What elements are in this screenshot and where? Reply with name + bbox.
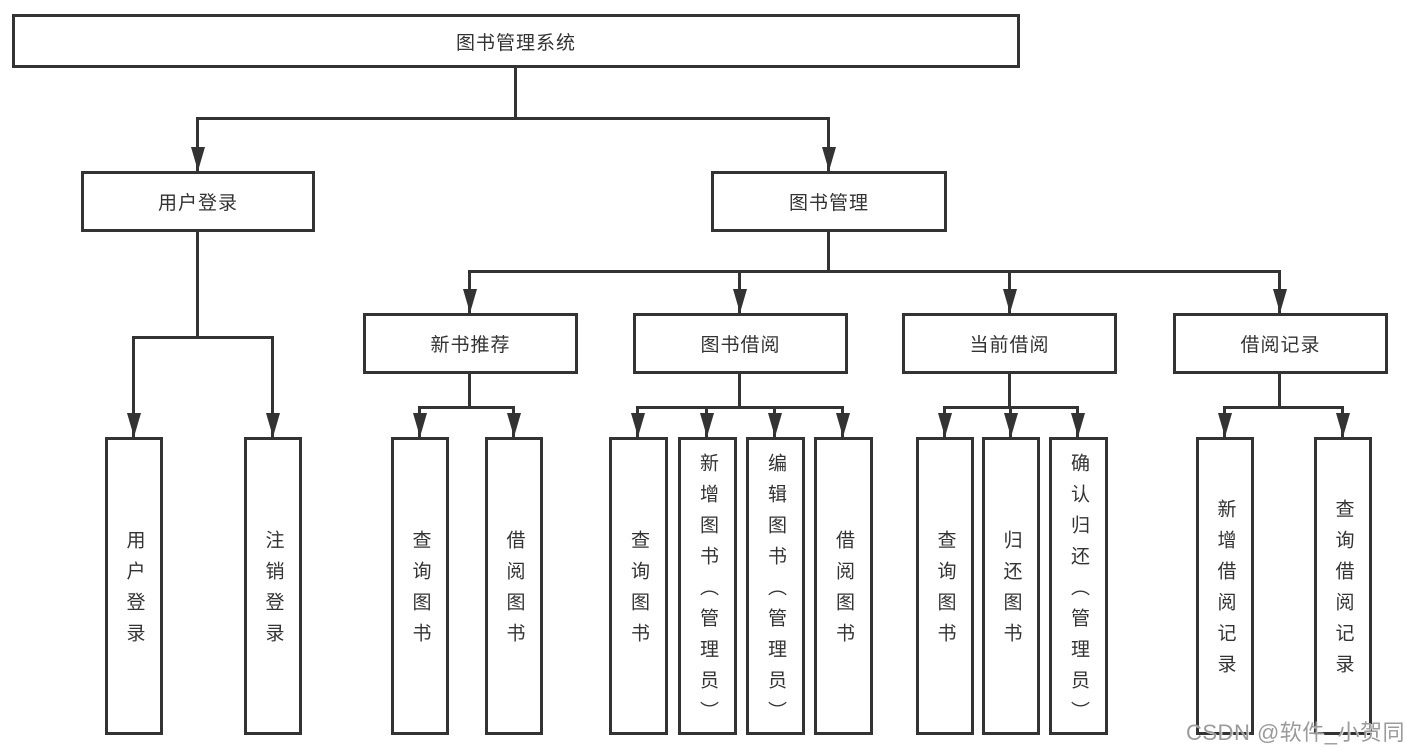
arrowhead-borrow-query [631,413,645,437]
leaf-newbook-borrow-books-label: 借阅图书 [503,530,525,654]
arrowhead-borrowing-records [1273,289,1287,313]
connector-level2-hline [196,117,830,120]
leaf-borrow-edit-books-admin-label: 编辑图书（管理员） [765,452,786,732]
connector-root-stem [514,68,517,118]
leaf-borrow-add-books-admin-label: 新增图书（管理员） [697,452,718,732]
node-book-borrowing-label: 图书借阅 [700,335,781,356]
leaf-records-query-record: 查询借阅记录 [1314,437,1372,735]
leaf-current-query-books-label: 查询图书 [934,530,956,654]
arrowhead-current-borrowing [1003,289,1017,313]
leaf-newbook-borrow-books: 借阅图书 [485,437,543,735]
arrowhead-new-book-recommend [463,289,477,313]
arrowhead-current-confirm [1071,413,1085,437]
connector-book-borrow-hline [636,406,844,409]
connector-book-management-stem [827,232,830,271]
leaf-records-add-record: 新增借阅记录 [1196,437,1254,735]
node-current-borrowing-label: 当前借阅 [969,335,1050,356]
arrowhead-records-query [1336,413,1350,437]
connector-user-login-hline [132,336,274,339]
arrowhead-current-query [938,413,952,437]
node-book-borrowing: 图书借阅 [633,313,848,374]
arrowhead-leaf-logout [266,413,280,437]
arrowhead-newbook-query [413,413,427,437]
arrowhead-borrow-borrow [836,413,850,437]
arrowhead-newbook-borrow [507,413,521,437]
leaf-current-return-books-label: 归还图书 [1000,530,1022,654]
arrowhead-book-borrowing [733,289,747,313]
node-user-login: 用户登录 [81,171,315,232]
connector-drop-leaf-logout [271,337,274,437]
arrowhead-borrow-edit [768,413,782,437]
connector-book-borrow-stem [738,374,741,407]
leaf-current-confirm-return-admin-label: 确认归还（管理员） [1068,452,1089,732]
leaf-borrow-add-books-admin: 新增图书（管理员） [678,437,737,735]
node-current-borrowing: 当前借阅 [902,313,1117,374]
leaf-current-confirm-return-admin: 确认归还（管理员） [1049,437,1108,735]
node-book-management-label: 图书管理 [788,193,869,214]
leaf-user-login-label: 用户登录 [123,530,145,654]
connector-records-hline [1223,406,1344,409]
arrowhead-user-login [191,147,205,171]
arrowhead-borrow-add [700,413,714,437]
leaf-records-add-record-label: 新增借阅记录 [1214,499,1236,685]
leaf-records-query-record-label: 查询借阅记录 [1332,499,1354,685]
leaf-user-login: 用户登录 [105,437,163,735]
arrowhead-current-return [1004,413,1018,437]
arrowhead-records-add [1218,413,1232,437]
leaf-borrow-borrow-books: 借阅图书 [814,437,873,735]
leaf-newbook-query-books-label: 查询图书 [409,530,431,654]
leaf-logout: 注销登录 [244,437,302,735]
leaf-current-query-books: 查询图书 [916,437,974,735]
leaf-borrow-query-books: 查询图书 [609,437,668,735]
connector-current-stem [1008,374,1011,407]
node-new-book-recommend: 新书推荐 [363,313,578,374]
node-root: 图书管理系统 [12,14,1020,68]
leaf-newbook-query-books: 查询图书 [391,437,449,735]
node-user-login-label: 用户登录 [157,193,238,214]
connector-drop-user-login [196,118,199,171]
leaf-logout-label: 注销登录 [262,530,284,654]
connector-drop-book-management [827,118,830,171]
connector-level3-hline [468,270,1281,273]
leaf-borrow-borrow-books-label: 借阅图书 [833,530,854,654]
connector-user-login-stem [196,232,199,337]
connector-new-book-hline [418,406,515,409]
csdn-watermark: CSDN @软件_小贺同学 [1186,720,1405,745]
connector-new-book-stem [468,374,471,407]
leaf-borrow-query-books-label: 查询图书 [628,530,649,654]
connector-records-stem [1278,374,1281,407]
leaf-borrow-edit-books-admin: 编辑图书（管理员） [746,437,805,735]
arrowhead-book-management [822,147,836,171]
node-book-management: 图书管理 [711,171,947,232]
node-new-book-recommend-label: 新书推荐 [430,335,511,356]
node-root-label: 图书管理系统 [455,32,576,54]
arrowhead-leaf-user-login [127,413,141,437]
leaf-current-return-books: 归还图书 [982,437,1040,735]
node-borrowing-records: 借阅记录 [1173,313,1388,374]
node-borrowing-records-label: 借阅记录 [1240,335,1321,356]
connector-drop-leaf-user-login [132,337,135,437]
